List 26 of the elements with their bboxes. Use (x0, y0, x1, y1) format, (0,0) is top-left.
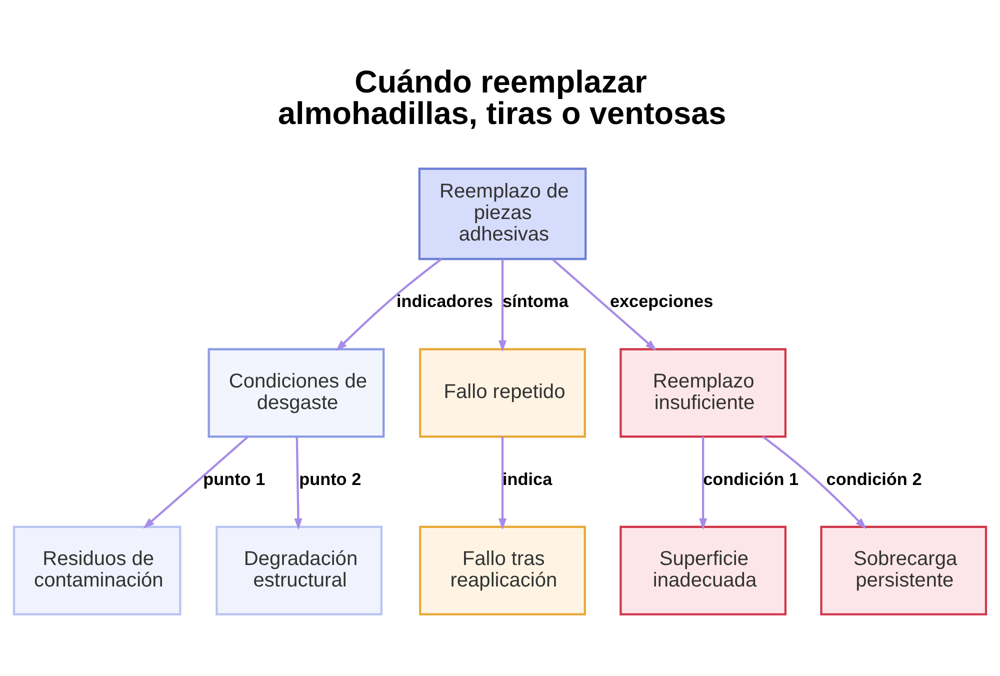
arrow (699, 436, 708, 530)
node-box: Residuos de contaminación (12, 525, 182, 615)
node-box: Sobrecarga persistente (820, 525, 988, 615)
arrow (498, 258, 507, 352)
edge-label: punto 1 (203, 468, 266, 488)
node-box: Fallo repetido (419, 348, 586, 438)
arrow (552, 258, 657, 350)
node-box: Condiciones de desgaste (208, 348, 385, 438)
arrow (143, 435, 249, 528)
node-box: Superficie inadecuada (620, 525, 787, 615)
node-box: Reemplazo de piezas adhesivas (418, 167, 587, 260)
arrow (294, 436, 302, 530)
node-box: Reemplazo insuficiente (620, 348, 787, 438)
arrow (336, 258, 442, 351)
edge-label: condición 2 (826, 468, 922, 488)
edge-label: condición 1 (703, 468, 799, 488)
edge-label: indica (502, 468, 552, 488)
arrow (498, 436, 507, 530)
node-box: Degradación estructural (216, 525, 383, 615)
arrow (762, 435, 867, 529)
edge-label: excepciones (610, 290, 714, 311)
edge-label: indicadores (396, 290, 493, 311)
node-box: Fallo tras reaplicación (419, 525, 586, 615)
diagram-title: Cuándo reemplazar almohadillas, tiras o ventosas (278, 62, 726, 130)
edge-label: síntoma (502, 290, 568, 311)
edge-label: punto 2 (299, 468, 362, 488)
